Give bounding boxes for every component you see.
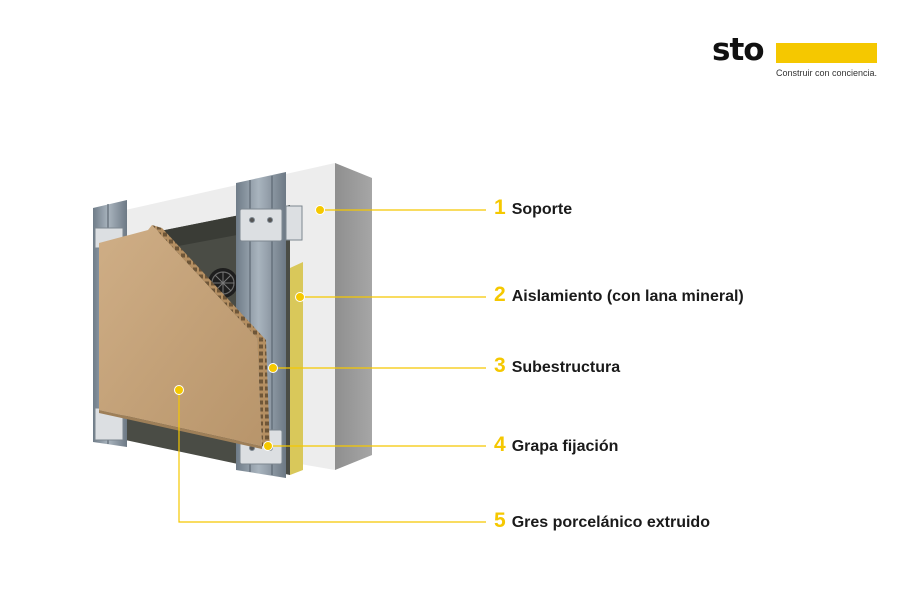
callout-aislamiento: 2 Aislamiento (con lana mineral) xyxy=(494,283,744,307)
callout-label: Soporte xyxy=(511,201,573,218)
sto-logo: sto Construir con conciencia. xyxy=(712,32,882,88)
callout-grapa: 4 Grapa fijación xyxy=(494,433,618,457)
callout-label: Gres porcelánico extruido xyxy=(511,514,710,531)
leader-dots xyxy=(174,205,325,451)
porcelain-panel xyxy=(99,225,270,450)
callout-gres: 5 Gres porcelánico extruido xyxy=(494,509,710,533)
callout-number: 4 xyxy=(494,433,506,456)
callout-soporte: 1 Soporte xyxy=(494,196,572,220)
logo-tagline: Construir con conciencia. xyxy=(776,68,878,78)
callout-label: Aislamiento (con lana mineral) xyxy=(511,288,744,305)
callout-number: 5 xyxy=(494,509,506,532)
callout-number: 1 xyxy=(494,196,506,219)
callout-label: Grapa fijación xyxy=(511,438,619,455)
callout-number: 3 xyxy=(494,354,506,377)
logo-wordmark: sto xyxy=(712,32,765,68)
callout-label: Subestructura xyxy=(511,359,621,376)
callout-subestructura: 3 Subestructura xyxy=(494,354,620,378)
logo-yellow-bar xyxy=(776,43,877,63)
callout-number: 2 xyxy=(494,283,506,306)
leader-lines xyxy=(178,209,486,523)
wall-side xyxy=(335,163,372,470)
